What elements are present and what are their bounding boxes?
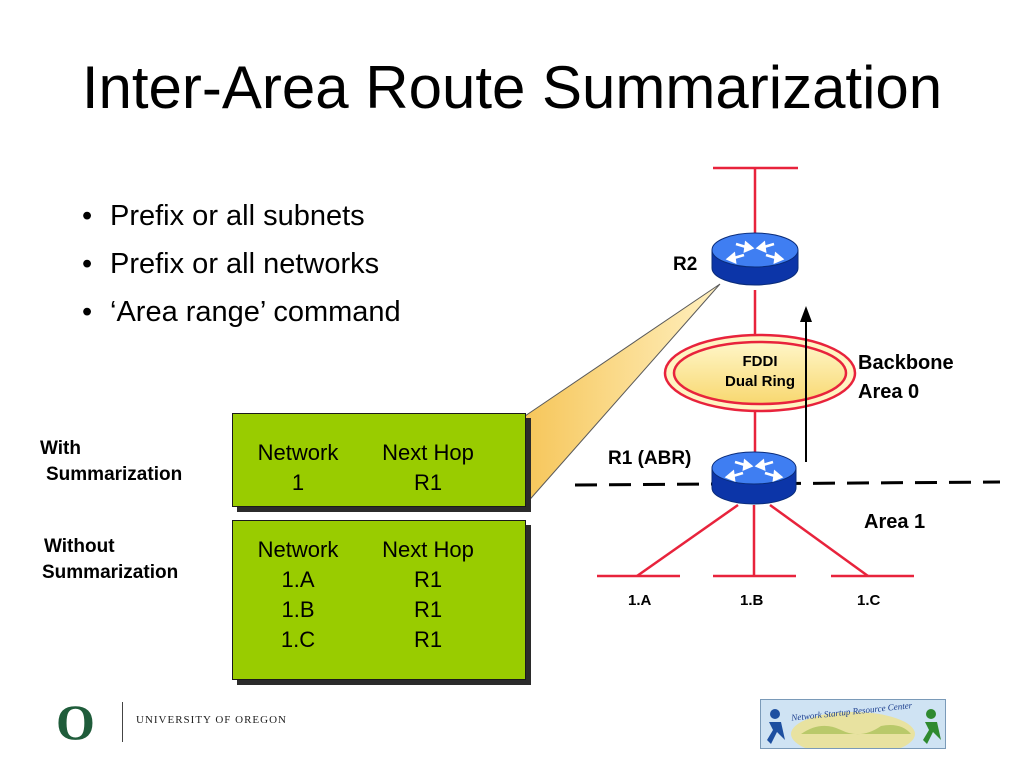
column-header-next-hop: Next Hop: [382, 537, 474, 562]
network-cell: 1.B: [281, 597, 315, 622]
logo-divider: [122, 702, 123, 742]
backbone-label-line: Backbone: [858, 352, 954, 374]
without-summarization-label: Without Summarization: [42, 534, 179, 586]
bullet-item: Prefix or all networks: [82, 240, 401, 288]
globe-icon: [767, 709, 941, 748]
label-line: Summarization: [46, 464, 183, 485]
fddi-label-line: Dual Ring: [725, 373, 795, 390]
routing-table-unsummarized: Network Next Hop 1.A R1 1.B R1 1.C R1: [232, 520, 526, 680]
label-line: With: [40, 438, 81, 459]
next-hop-cell: R1: [413, 597, 443, 622]
university-of-oregon-logo: O UNIVERSITY OF OREGON: [56, 694, 296, 750]
subnet-label: 1.A: [628, 592, 652, 609]
table-row: 1.C R1: [233, 625, 525, 655]
label-line: Without: [44, 536, 115, 557]
router-label-r2: R2: [673, 254, 698, 275]
bullet-item: ‘Area range’ command: [82, 288, 401, 336]
column-header-next-hop: Next Hop: [382, 440, 474, 465]
network-cell: 1.C: [280, 627, 316, 652]
network-cell: 1.A: [281, 567, 315, 592]
person-figure-icon: [923, 709, 941, 744]
table-header-row: Network Next Hop: [233, 535, 525, 565]
nsrc-logo: Network Startup Resource Center: [760, 699, 946, 749]
router-icon: [711, 232, 799, 286]
person-figure-icon: [767, 709, 785, 744]
uo-wordmark: UNIVERSITY OF OREGON: [136, 714, 287, 726]
next-hop-cell: R1: [413, 627, 443, 652]
subnet-label: 1.C: [857, 592, 881, 609]
fddi-ring: [663, 333, 857, 413]
uo-o-mark: O: [56, 694, 95, 750]
table-row: 1 R1: [233, 468, 525, 498]
router-icon: [711, 451, 797, 505]
subnet-label: 1.B: [740, 592, 764, 609]
backbone-label-line: Area 0: [858, 381, 920, 403]
next-hop-cell: R1: [413, 567, 443, 592]
slide-title: Inter-Area Route Summarization: [81, 54, 943, 121]
fddi-label-line: FDDI: [742, 353, 778, 370]
next-hop-cell: R1: [413, 470, 443, 495]
label-line: Summarization: [42, 562, 179, 583]
link-1a: [636, 503, 739, 578]
bullet-item: Prefix or all subnets: [82, 192, 401, 240]
backbone-label: Backbone Area 0: [858, 349, 954, 407]
table-row: 1.B R1: [233, 595, 525, 625]
network-cell: 1: [291, 470, 305, 495]
link-1c: [769, 503, 869, 578]
table-row: 1.A R1: [233, 565, 525, 595]
up-arrow-icon: [800, 306, 812, 462]
column-header-network: Network: [257, 537, 339, 562]
router-label-r1: R1 (ABR): [608, 448, 692, 469]
area1-label: Area 1: [864, 511, 926, 533]
bullet-list: Prefix or all subnets Prefix or all netw…: [82, 192, 401, 336]
with-summarization-label: With Summarization: [40, 436, 182, 488]
routing-table-summarized: Network Next Hop 1 R1: [232, 413, 526, 507]
column-header-network: Network: [257, 440, 339, 465]
table-header-row: Network Next Hop: [233, 438, 525, 468]
fddi-label: FDDI Dual Ring: [700, 352, 820, 392]
